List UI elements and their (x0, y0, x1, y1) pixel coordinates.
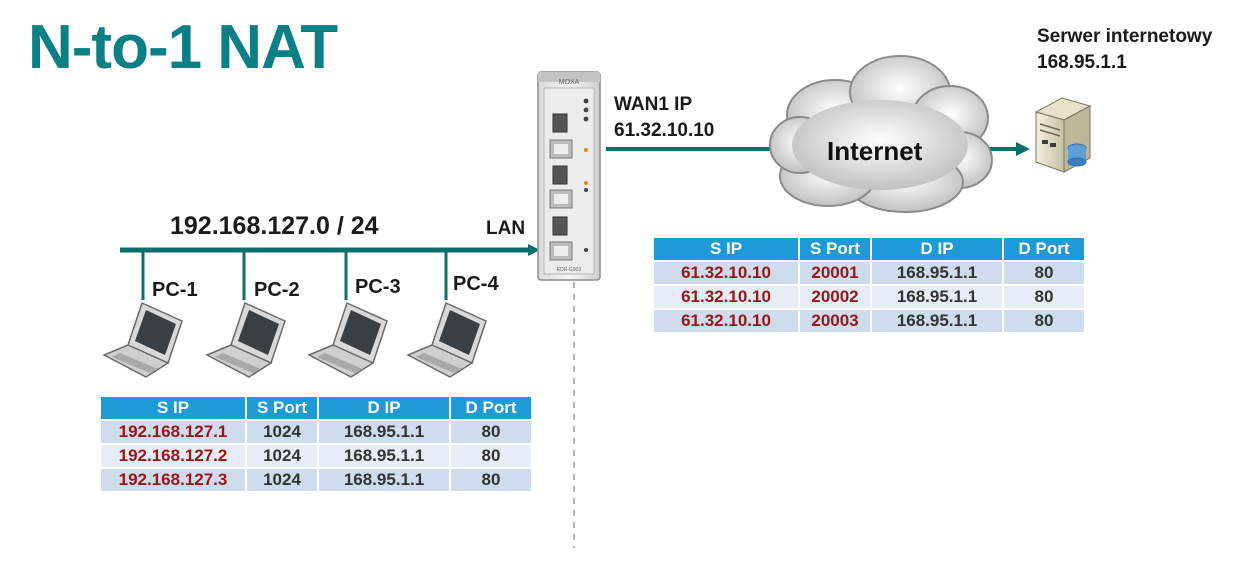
lan-nat-table: S IP S Port D IP D Port 192.168.127.1 10… (99, 395, 533, 493)
header-d-port: D Port (1004, 238, 1084, 260)
wan-label: WAN1 IP (614, 94, 693, 115)
cell-s-port: 20001 (800, 262, 870, 284)
table-row: 192.168.127.3 1024 168.95.1.1 80 (101, 469, 531, 491)
device-brand: MOXA (559, 79, 580, 86)
wan-nat-table: S IP S Port D IP D Port 61.32.10.10 2000… (652, 236, 1086, 334)
cell-s-port: 1024 (247, 445, 317, 467)
cell-s-ip: 61.32.10.10 (654, 286, 798, 308)
cell-d-port: 80 (1004, 286, 1084, 308)
cell-d-ip: 168.95.1.1 (872, 262, 1002, 284)
internet-server-arrow (986, 142, 1030, 156)
header-d-ip: D IP (872, 238, 1002, 260)
server-icon (1034, 97, 1092, 173)
cell-d-port: 80 (451, 445, 531, 467)
header-s-ip: S IP (101, 397, 245, 419)
pc-4-label: PC-4 (453, 273, 499, 295)
server-ip: 168.95.1.1 (1037, 52, 1127, 73)
cell-d-port: 80 (451, 469, 531, 491)
cell-s-ip: 192.168.127.2 (101, 445, 245, 467)
header-s-port: S Port (800, 238, 870, 260)
subnet-label: 192.168.127.0 / 24 (170, 212, 379, 240)
server-name: Serwer internetowy (1037, 26, 1213, 47)
table-header-row: S IP S Port D IP D Port (654, 238, 1084, 260)
pc-1-label: PC-1 (152, 279, 198, 301)
header-s-ip: S IP (654, 238, 798, 260)
table-row: 61.32.10.10 20003 168.95.1.1 80 (654, 310, 1084, 332)
internet-label: Internet (827, 136, 923, 166)
cell-d-ip: 168.95.1.1 (319, 469, 449, 491)
cell-s-ip: 192.168.127.1 (101, 421, 245, 443)
header-d-port: D Port (451, 397, 531, 419)
table-row: 61.32.10.10 20002 168.95.1.1 80 (654, 286, 1084, 308)
table-row: 61.32.10.10 20001 168.95.1.1 80 (654, 262, 1084, 284)
cell-d-ip: 168.95.1.1 (872, 286, 1002, 308)
cell-d-port: 80 (1004, 310, 1084, 332)
cell-s-ip: 61.32.10.10 (654, 310, 798, 332)
cell-d-port: 80 (451, 421, 531, 443)
pc-2-label: PC-2 (254, 279, 300, 301)
page-title: N-to-1 NAT (28, 13, 338, 82)
internet-cloud-icon (769, 55, 993, 213)
laptop-icon (307, 301, 388, 378)
header-d-ip: D IP (319, 397, 449, 419)
cell-s-ip: 192.168.127.3 (101, 469, 245, 491)
cell-d-port: 80 (1004, 262, 1084, 284)
table-row: 192.168.127.2 1024 168.95.1.1 80 (101, 445, 531, 467)
laptop-icon (205, 301, 286, 378)
lan-bus (120, 244, 540, 300)
device-model: EDR-G903 (557, 267, 582, 273)
table-header-row: S IP S Port D IP D Port (101, 397, 531, 419)
table-row: 192.168.127.1 1024 168.95.1.1 80 (101, 421, 531, 443)
cell-d-ip: 168.95.1.1 (319, 421, 449, 443)
pc-3-label: PC-3 (355, 276, 401, 298)
laptop-icon (102, 301, 183, 378)
wan-ip: 61.32.10.10 (614, 120, 715, 141)
cell-d-ip: 168.95.1.1 (319, 445, 449, 467)
lan-label: LAN (486, 218, 526, 239)
header-s-port: S Port (247, 397, 317, 419)
cell-s-port: 20003 (800, 310, 870, 332)
cell-d-ip: 168.95.1.1 (872, 310, 1002, 332)
laptop-icon (406, 301, 487, 378)
cell-s-port: 1024 (247, 469, 317, 491)
cell-s-port: 20002 (800, 286, 870, 308)
cell-s-ip: 61.32.10.10 (654, 262, 798, 284)
router-device: MOXA EDR-G903 (537, 71, 601, 281)
cell-s-port: 1024 (247, 421, 317, 443)
